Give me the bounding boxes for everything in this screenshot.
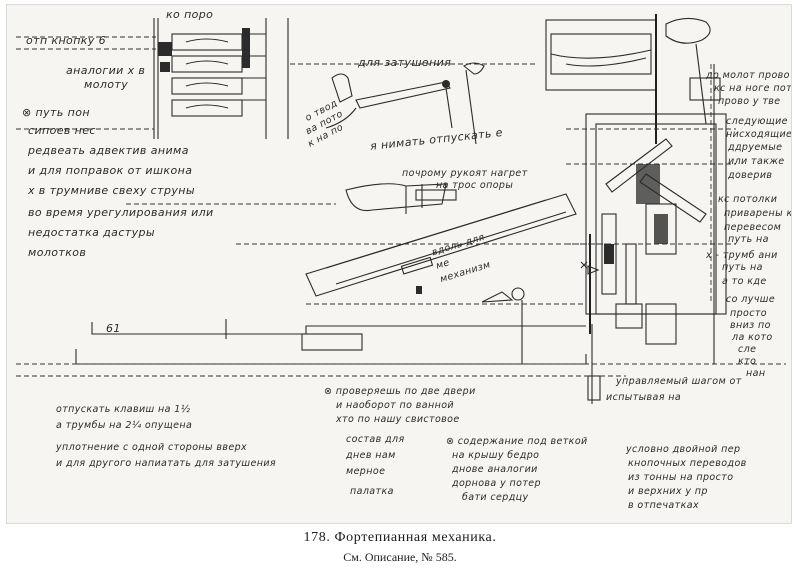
note-line: условно двойной пер [625,444,740,455]
plate-border [6,4,792,524]
note-lower-right-top: управляемый шагом от испытывая на [606,376,742,403]
note-lower-left: отпускать клавиш на 1½ а трумбы на 2¼ оп… [55,404,276,469]
note-line: а трумбы на 2¼ опущена [56,420,192,431]
note-line: перевесом [724,222,781,233]
note-line: х - трумб ани [705,250,778,261]
note-line: на крышу бедро [452,450,539,461]
frame-top-right [545,14,721,144]
note-line: ⊗ проверяешь по две двери [324,386,476,397]
note-line: сле [738,344,756,355]
note-line: и верхних у пр [628,486,708,497]
right-column-box [710,64,715,364]
note-line: и для другого напиатать для затушения [56,458,276,469]
sloped-lever-assembly [126,183,606,364]
hammer-rack [16,18,536,139]
note-line: палатка [350,486,394,497]
note-lower-mid: ⊗ проверяешь по две двери и наоборот по … [324,386,476,497]
note-line: нан [746,368,765,379]
note-line: доверив [727,170,772,181]
damper-lever [325,62,485,145]
note-lower-mid-2: ⊗ содержание под веткой на крышу бедро д… [446,436,588,503]
figure-caption: 178. Фортепианная механика. См. Описание… [0,530,800,565]
note-line: ⊗ путь пон [22,106,90,119]
note-line: мерное [346,466,385,477]
note-line: молоту [84,78,128,91]
note-for-damper: для затушения [357,56,451,69]
note-line: управляемый шагом от [615,376,742,387]
note-line: на трос опоры [436,180,513,191]
note-line: почрому рукоят нагрет [402,168,528,179]
note-left-top: отп кнопку 6 аналогии х в молоту [26,34,145,91]
note-line: вниз по [730,320,771,331]
note-line: недостатка дастуры [28,226,155,239]
caption-title: 178. Фортепианная механика. [303,530,497,545]
note-number-61: 61 [106,322,121,335]
note-line: а то кде [722,276,767,287]
note-line: испытывая на [606,392,681,403]
note-line: просто [730,308,767,319]
note-line: путь на [722,262,763,273]
note-line: дорнова у потер [451,478,541,489]
note-line: кс потолки [718,194,777,205]
note-line: приварены к [724,208,792,219]
note-line: из тонны на просто [628,472,733,483]
note-line: хто по нашу свистовое [335,414,460,425]
note-top-label: ко поро [166,8,213,21]
note-line: прово у тве [718,96,781,107]
note-line: или также [728,156,785,167]
piano-mechanism-sketch: ко поро отп кнопку 6 аналогии х в молоту… [6,4,798,524]
note-lower-right: условно двойной пер кнопочных переводов … [625,444,747,511]
key-baseline [16,303,786,377]
central-action [566,113,736,404]
note-line: днев нам [345,450,396,461]
note-line: до молот прово [705,70,790,81]
caption-subtitle: См. Описание, № 585. [343,550,457,564]
note-line: ме [435,257,451,272]
note-line: кто [738,356,756,367]
note-left-paragraph: ⊗ путь пон сипоев нес редвеать адвектив … [22,106,214,259]
note-line: ⊗ содержание под веткой [446,436,588,447]
note-line: аналогии х в [66,64,145,77]
note-line: в отпечатках [628,500,699,511]
note-line: и для поправок от ишкона [28,164,192,177]
note-line: ддруемые [727,142,782,153]
drawing-plate: ко поро отп кнопку 6 аналогии х в молоту… [6,4,798,524]
note-sloped: почрому рукоят нагрет на трос опоры [402,168,528,191]
note-right-column: до молот прово кс на ноге поте прово у т… [705,70,798,379]
note-line: путь на [728,234,769,245]
note-line: днове аналогии [451,464,538,475]
note-line: следующие [726,116,788,127]
note-line: уплотнение с одной стороны вверх [55,442,247,453]
note-line: кнопочных переводов [628,458,747,469]
note-line: отпускать клавиш на 1½ [56,404,191,415]
note-line: х в трумниве свеху струны [27,184,195,197]
note-line: и наоборот по ванной [336,400,454,411]
note-line: ла кото [731,332,773,343]
note-line: отп кнопку 6 [26,34,106,47]
note-line: со лучше [726,294,775,305]
note-line: нисходящие [726,129,792,140]
note-line: бати сердцу [462,492,529,503]
note-line: кс на ноге поте [714,83,792,94]
note-line: во время урегулирования или [28,206,214,219]
note-line: молотков [28,246,86,259]
note-line: редвеать адвектив анима [27,144,189,157]
note-line: состав для [346,434,405,445]
note-line: сипоев нес [28,124,96,137]
